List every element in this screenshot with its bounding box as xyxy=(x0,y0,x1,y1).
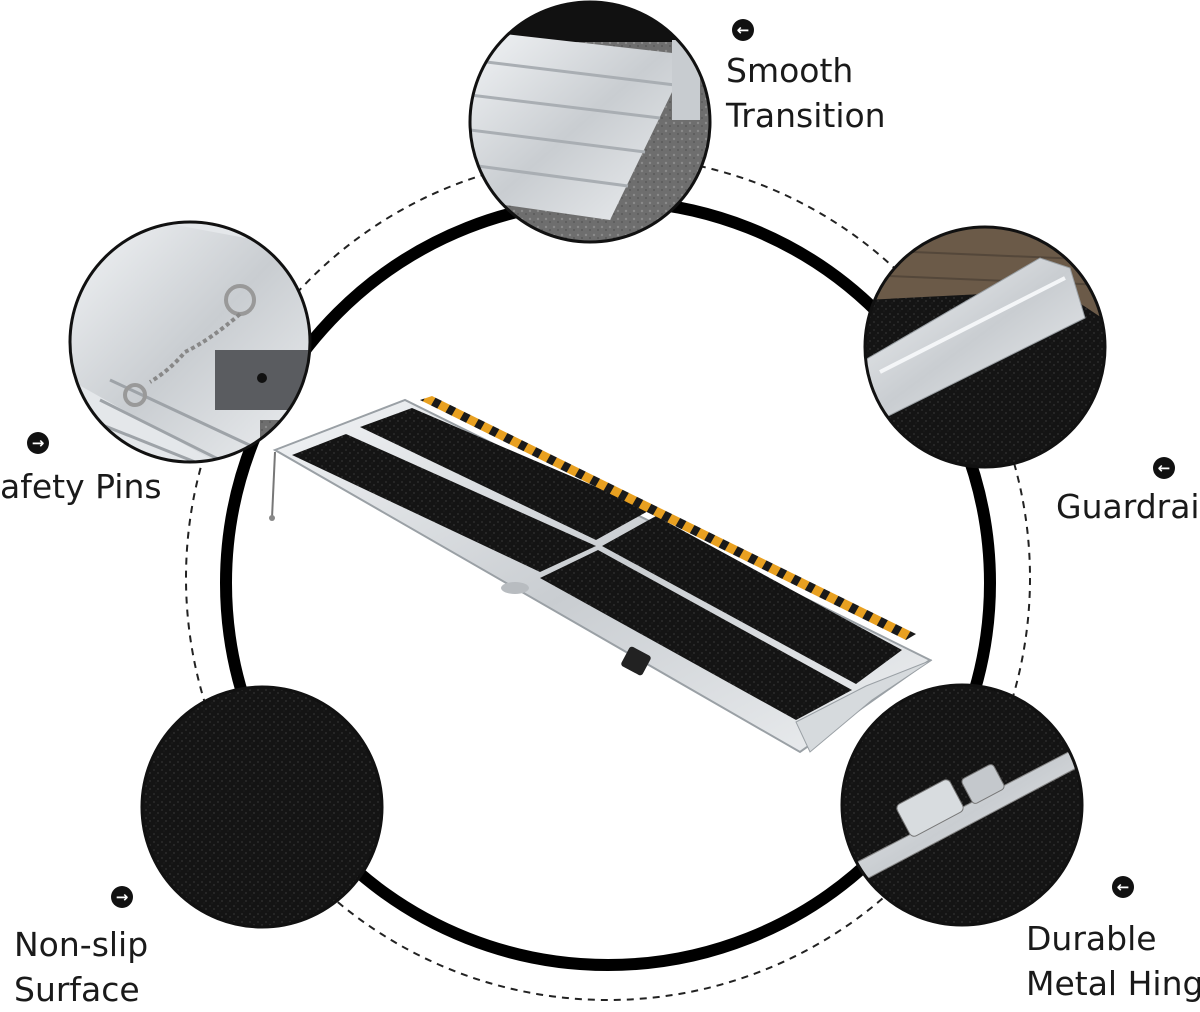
ramp-illustration xyxy=(269,396,933,754)
feature-label-guardrail: Guardrail xyxy=(1056,487,1200,526)
durable-metal-hinge-photo xyxy=(842,685,1082,925)
feature-label-smooth-transition: Smooth Transition xyxy=(726,51,886,135)
left-arrow-icon: ← xyxy=(1153,457,1175,479)
non-slip-surface-photo xyxy=(142,687,382,927)
left-arrow-icon: ← xyxy=(1112,876,1134,898)
left-arrow-icon: ← xyxy=(732,19,754,41)
dashed-outer-ring xyxy=(185,155,1031,1001)
guardrail-photo xyxy=(865,227,1105,467)
right-arrow-icon: → xyxy=(111,886,133,908)
right-arrow-icon: → xyxy=(27,432,49,454)
feature-label-durable-metal-hinge: Durable Metal Hing xyxy=(1026,919,1200,1003)
safety-pins-photo xyxy=(70,222,310,462)
feature-label-safety-pins: afety Pins xyxy=(0,467,162,506)
feature-label-non-slip-surface: Non-slip Surface xyxy=(14,925,149,1009)
